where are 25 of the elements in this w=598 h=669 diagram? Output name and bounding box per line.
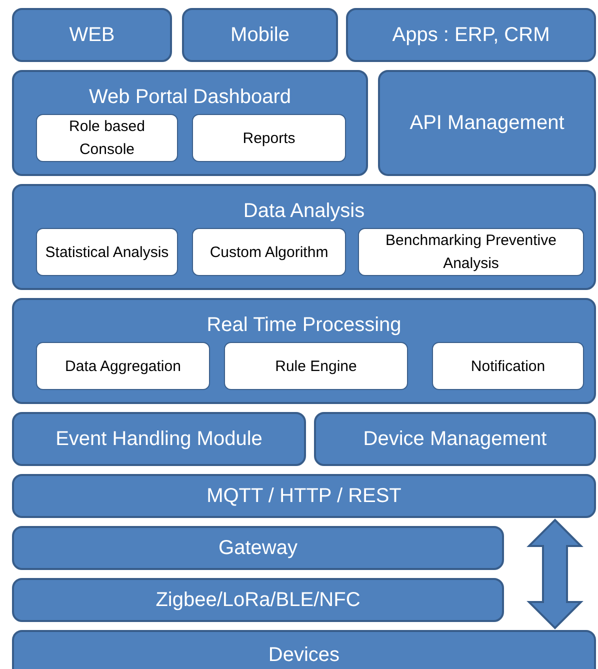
component-box: Data Aggregation: [36, 342, 210, 390]
layer-title: Data Analysis: [243, 200, 365, 223]
component-box: Rule Engine: [224, 342, 408, 390]
component-box: Reports: [192, 114, 346, 162]
component-box: Benchmarking Preventive Analysis: [358, 228, 584, 276]
component-box: Role based Console: [36, 114, 178, 162]
layer-box: Gateway: [12, 526, 504, 570]
layer-title: Real Time Processing: [206, 314, 402, 337]
layer-box: Mobile: [182, 8, 338, 62]
layer-box: [12, 70, 368, 176]
component-box: Notification: [432, 342, 584, 390]
layer-box: Zigbee/LoRa/BLE/NFC: [12, 578, 504, 622]
layer-title: Web Portal Dashboard: [89, 86, 291, 109]
layer-box: Apps : ERP, CRM: [346, 8, 596, 62]
component-box: Statistical Analysis: [36, 228, 178, 276]
layer-box: [12, 184, 596, 290]
layer-box: WEB: [12, 8, 172, 62]
layer-box: Device Management: [314, 412, 596, 466]
layer-box: Event Handling Module: [12, 412, 306, 466]
component-box: Custom Algorithm: [192, 228, 346, 276]
layer-box: API Management: [378, 70, 596, 176]
block-arrow: [526, 518, 584, 630]
layer-box: Devices: [12, 630, 596, 669]
layer-box: MQTT / HTTP / REST: [12, 474, 596, 518]
layer-box: [12, 298, 596, 404]
